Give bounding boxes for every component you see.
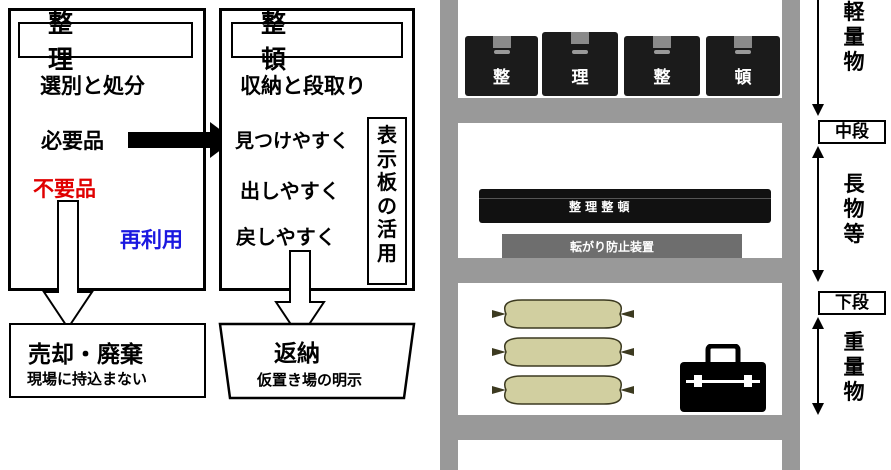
sign-board-char: 示 [377, 146, 397, 171]
shelf-base-compartment [458, 440, 782, 470]
long-item-bar [479, 189, 771, 223]
easy-take-label: 出しやすく [240, 179, 340, 203]
long-item-label: 整 理 整 頓 [569, 200, 630, 214]
return-main: 返納 [274, 341, 320, 367]
handle-icon [572, 50, 588, 54]
level-char: 等 [843, 221, 865, 246]
storage-crate: 整 [465, 36, 538, 96]
bottom-level-text: 重 量 物 [834, 330, 874, 404]
sign-board-char: 活 [377, 217, 397, 242]
unnecessary-items-label: 不要品 [33, 177, 96, 201]
level-char: 軽 [843, 0, 865, 24]
disposal-sub: 現場に持込まない [27, 370, 148, 388]
top-level-text: 軽 量 物 [834, 0, 874, 74]
necessary-items-label: 必要品 [41, 129, 104, 153]
level-char: 長 [843, 172, 865, 196]
handle-icon [654, 50, 670, 54]
handle-icon [493, 50, 510, 54]
toolbox-icon [680, 344, 766, 412]
sign-board-char: 表 [377, 123, 397, 147]
level-char: 物 [843, 49, 865, 74]
anti-roll-label: 転がり防止装置 [570, 240, 655, 254]
storage-crate: 頓 [706, 36, 780, 96]
crate-label: 理 [571, 68, 589, 88]
down-arrow-icon [274, 250, 326, 340]
level-char: 量 [843, 24, 865, 49]
disposal-box [9, 323, 206, 398]
seiri-title: 整 理 [18, 9, 193, 74]
down-arrow-icon [42, 200, 94, 330]
handle-icon [735, 50, 751, 54]
reuse-label: 再利用 [120, 228, 183, 252]
crate-label: 整 [493, 68, 510, 88]
tape-icon [653, 36, 671, 48]
seiton-subtitle: 収納と段取り [240, 74, 366, 98]
sandbag-icon [492, 299, 634, 405]
sign-board-text: 表 示 板 の 活 用 [369, 123, 405, 266]
level-char: 物 [843, 196, 865, 221]
storage-crate: 理 [542, 32, 618, 96]
bottom-level-tag: 下段 [818, 291, 886, 315]
easy-return-label: 戻しやすく [236, 225, 336, 249]
middle-level-tag: 中段 [818, 120, 886, 144]
tape-icon [734, 36, 752, 48]
anti-roll-device [502, 234, 742, 258]
sign-board-char: の [377, 193, 397, 218]
crate-label: 整 [653, 68, 671, 88]
bottom-level-range-arrow [812, 317, 824, 415]
sign-board-char: 板 [377, 170, 397, 195]
level-char: 重 [843, 330, 865, 354]
return-box [218, 322, 416, 400]
sign-board-char: 用 [377, 240, 397, 265]
long-item-bar-line [479, 198, 771, 199]
easy-find-label: 見つけやすく [235, 130, 350, 152]
middle-level-range-arrow [812, 146, 824, 282]
level-char: 量 [843, 354, 865, 379]
sign-board-box [367, 117, 407, 285]
top-level-range-arrow [812, 0, 824, 116]
disposal-main: 売却・廃棄 [28, 342, 143, 368]
seiri-subtitle: 選別と処分 [40, 74, 145, 98]
crate-label: 頓 [734, 68, 752, 88]
tape-icon [492, 36, 511, 48]
return-sub: 仮置き場の明示 [257, 371, 363, 389]
tape-icon [571, 32, 589, 44]
middle-level-text: 長 物 等 [834, 172, 874, 246]
level-char: 物 [843, 379, 865, 404]
storage-crate: 整 [624, 36, 700, 96]
seiton-title: 整 頓 [231, 9, 403, 74]
